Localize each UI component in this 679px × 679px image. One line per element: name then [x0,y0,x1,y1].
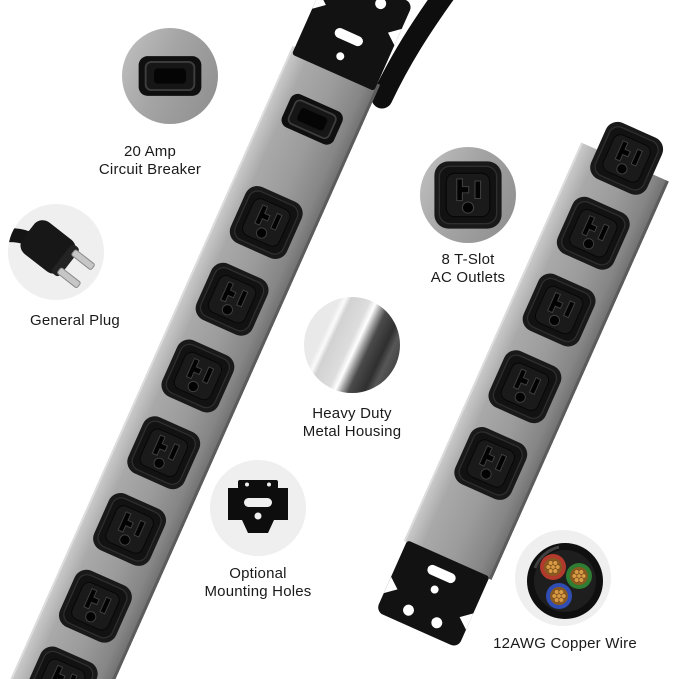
label-line: 20 Amp [123,143,177,160]
label-line: AC Outlets [430,269,506,286]
t-slot-outlet-icon [433,160,503,230]
mounting-hole [401,602,416,618]
label-line: 8 T-Slot [441,251,495,268]
label-line: Circuit Breaker [98,161,202,178]
callout-circuit-breaker [122,28,218,124]
mounting-hole [429,584,440,595]
mounting-bracket-icon [228,480,288,533]
mounting-slot [333,26,365,48]
bracket-notch [383,576,402,598]
label-line: Heavy Duty [312,405,392,422]
label-line: Optional [229,565,287,582]
plug-icon [8,220,95,288]
label-circuit-breaker: 20 Amp Circuit Breaker [70,143,230,179]
label-copper-wire: 12AWG Copper Wire [485,635,645,653]
label-line: Mounting Holes [204,583,312,600]
callout-ac-outlets [420,147,516,243]
callout-copper-wire [515,530,611,626]
label-general-plug: General Plug [0,312,155,330]
bracket-notch [312,0,330,14]
label-ac-outlets: 8 T-Slot AC Outlets [388,251,548,287]
callout-general-plug [8,204,104,300]
label-line: Metal Housing [302,423,402,440]
label-line: General Plug [30,312,120,329]
callout-metal-housing [304,297,400,393]
label-mounting-holes: Optional Mounting Holes [178,565,338,601]
copper-wire-icon [527,543,603,619]
mounting-slot [425,563,458,585]
mounting-hole [429,615,445,631]
circuit-breaker-icon [138,55,202,97]
mounting-hole [334,50,346,62]
label-line: 12AWG Copper Wire [493,635,637,652]
metal-housing-icon [304,297,400,393]
mounting-hole [373,0,388,11]
label-metal-housing: Heavy Duty Metal Housing [272,405,432,441]
callout-mounting-holes [210,460,306,556]
